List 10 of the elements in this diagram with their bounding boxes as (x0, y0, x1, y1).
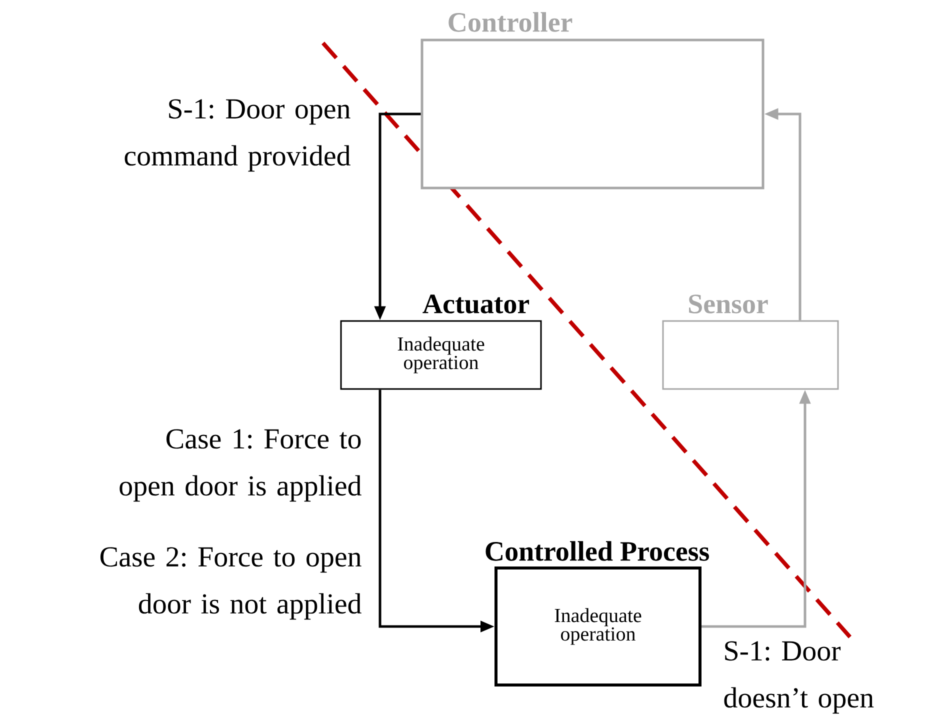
box-heading: Actuator (422, 294, 530, 314)
box-heading: Controller (448, 12, 572, 32)
note-text: Case 2: Force to open door is not applied (100, 547, 362, 620)
box-heading: Controlled Process (486, 541, 709, 561)
note-text: Case 1: Force to open door is applied (120, 429, 362, 502)
block-box: Inadequate operation (340, 320, 542, 390)
block-box: Inadequate operation (494, 566, 702, 686)
note-text: S-1: Door doesn’t open (724, 641, 874, 714)
edge-label: S-1: Door open command provided (110, 98, 352, 173)
box-heading: Sensor (689, 294, 768, 314)
